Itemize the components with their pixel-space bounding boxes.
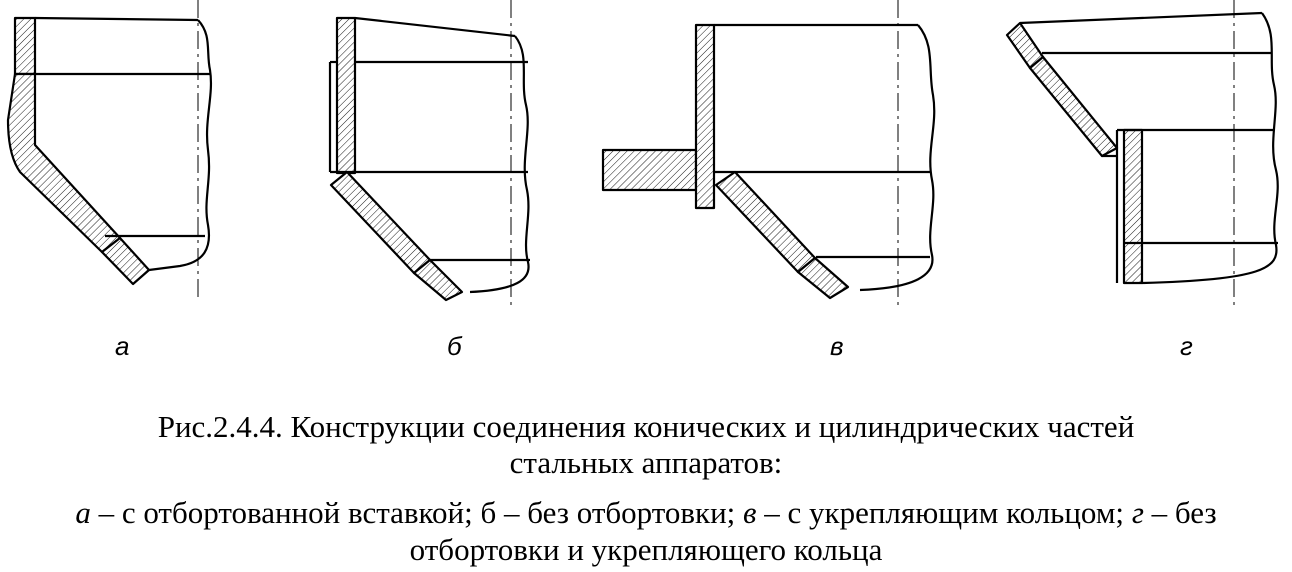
shell-wall-c	[694, 23, 716, 210]
cone-wall-c	[714, 170, 817, 274]
label-a: а	[115, 331, 130, 361]
caption-key-a: а	[75, 495, 91, 530]
top-edge-b	[354, 16, 516, 38]
shell-wall-d	[1122, 128, 1144, 285]
caption-key-c: в	[743, 495, 757, 530]
cone-segment-b	[412, 258, 464, 302]
caption-line-2: стальных аппаратов:	[509, 445, 783, 480]
label-d: г	[1180, 331, 1193, 361]
top-edge-d	[1019, 11, 1263, 25]
cone-segment-d	[1028, 55, 1119, 158]
drawing-b-no-flange	[328, 0, 530, 305]
caption-line-4: отбортовки и укрепляющего кольца	[409, 532, 883, 567]
shell-wall-b	[335, 16, 357, 175]
label-b: б	[447, 331, 462, 361]
cone-wall-a	[100, 236, 151, 286]
reinforcing-ring-c	[601, 148, 698, 192]
break-line-d	[1141, 12, 1279, 285]
caption-text-d: – без	[1143, 495, 1217, 530]
caption-line-1: Рис.2.4.4. Конструкции соединения кониче…	[157, 409, 1135, 444]
flanged-insert-a	[6, 72, 122, 254]
caption-text-c: – с укрепляющим кольцом;	[756, 495, 1132, 530]
caption-text-a-b: – с отбортованной вставкой; б – без отбо…	[90, 495, 744, 530]
break-line-b	[469, 35, 530, 294]
cone-wall-b	[329, 170, 432, 275]
break-line-c	[859, 24, 936, 292]
cone-segment-c	[796, 256, 850, 300]
break-line-a	[148, 19, 213, 272]
caption-key-d: г	[1131, 495, 1144, 530]
caption-line-3: а – с отбортованной вставкой; б – без от…	[0, 496, 1292, 530]
drawing-a-flanged-insert	[6, 0, 213, 300]
label-c: в	[830, 331, 844, 361]
drawing-c-reinforcing-ring	[601, 0, 936, 310]
top-edge-a	[34, 16, 199, 22]
drawing-d-no-flange-no-ring	[1005, 0, 1279, 310]
shell-wall-a	[13, 16, 37, 76]
